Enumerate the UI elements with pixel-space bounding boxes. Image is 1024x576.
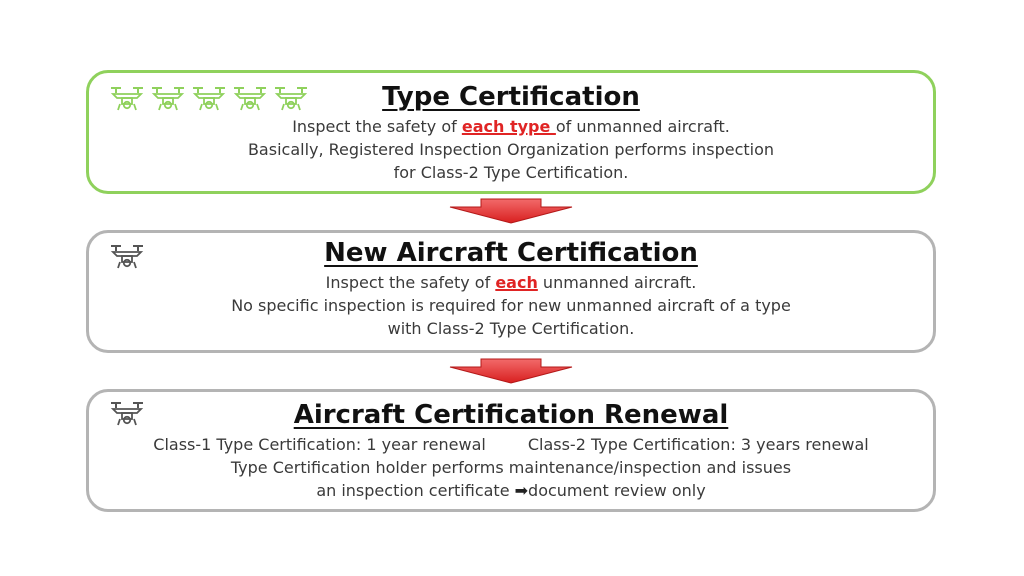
type-certification-line3: for Class-2 Type Certification.: [393, 163, 629, 182]
line1-pre: Inspect the safety of: [325, 273, 496, 292]
new-aircraft-certification-box: New Aircraft Certification Inspect the s…: [86, 230, 936, 353]
line1-highlight: each type: [461, 117, 556, 136]
line1-pre: Inspect the safety of: [292, 117, 462, 136]
line3-post: document review only: [528, 481, 706, 500]
drone-icon: [191, 85, 227, 113]
down-arrow-icon: [449, 198, 573, 224]
line3-pre: an inspection certificate: [316, 481, 515, 500]
drone-icon: [150, 85, 186, 113]
line1-post: of unmanned aircraft.: [555, 117, 730, 136]
type-certification-line2: Basically, Registered Inspection Organiz…: [247, 140, 775, 159]
drone-icon: [109, 85, 145, 113]
line1-highlight: each: [495, 273, 538, 292]
line1-post: unmanned aircraft.: [537, 273, 697, 292]
class1-renewal: Class-1 Type Certification: 1 year renew…: [153, 435, 486, 454]
class2-renewal: Class-2 Type Certification: 3 years rene…: [527, 435, 869, 454]
renewal-line2: Type Certification holder performs maint…: [230, 458, 792, 477]
drone-icon: [109, 243, 145, 271]
type-certification-title: Type Certification: [382, 82, 640, 112]
new-aircraft-line3: with Class-2 Type Certification.: [387, 319, 635, 338]
drone-icon: [232, 85, 268, 113]
renewal-title: Aircraft Certification Renewal: [293, 400, 729, 430]
right-arrow-icon: ➡: [514, 481, 529, 500]
new-aircraft-line2: No specific inspection is required for n…: [231, 296, 791, 315]
renewal-line3: an inspection certificate ➡document revi…: [89, 479, 933, 502]
type-certification-box: Type Certification Inspect the safety of…: [86, 70, 936, 194]
down-arrow-icon: [449, 358, 573, 384]
type-certification-line1: Inspect the safety of each type of unman…: [89, 115, 933, 138]
aircraft-certification-renewal-box: Aircraft Certification Renewal Class-1 T…: [86, 389, 936, 512]
new-aircraft-certification-title: New Aircraft Certification: [324, 238, 698, 268]
drone-icon: [273, 85, 309, 113]
new-aircraft-line1: Inspect the safety of each unmanned airc…: [89, 271, 933, 294]
drone-icon: [109, 400, 145, 428]
renewal-class-row: Class-1 Type Certification: 1 year renew…: [89, 433, 933, 456]
